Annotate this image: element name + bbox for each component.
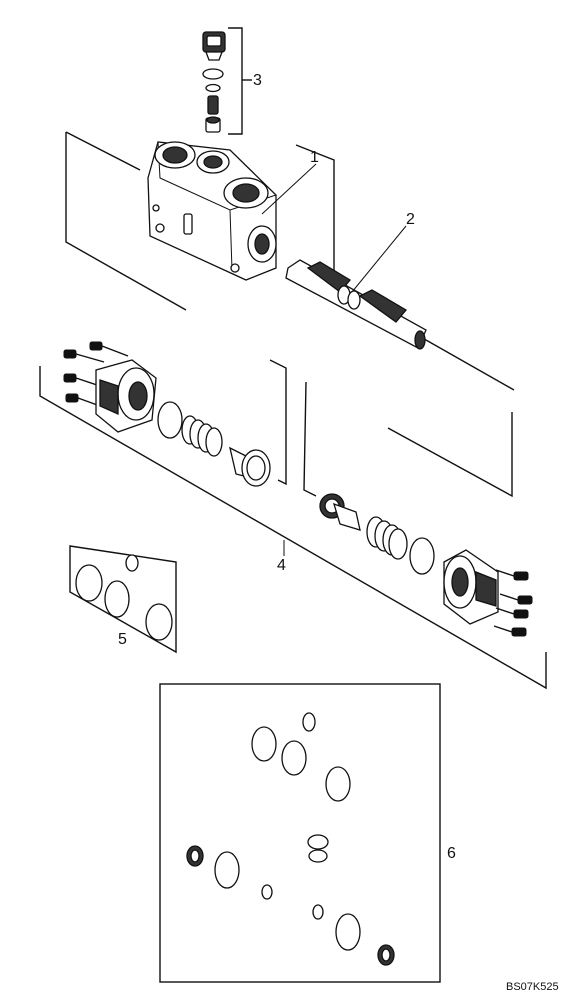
callout-2: 2 (406, 211, 415, 228)
callout-6: 6 (447, 845, 456, 862)
callout-3: 3 (253, 72, 262, 89)
seal-kit (159, 683, 441, 983)
gasket-plate (69, 545, 177, 654)
callout-4: 4 (277, 557, 286, 574)
figure-code: BS07K525 (506, 981, 559, 993)
relief-valve-assembly (202, 27, 252, 135)
callout-5: 5 (118, 631, 127, 648)
end-cap-assembly (39, 339, 547, 690)
callout-1: 1 (310, 149, 319, 166)
spool (285, 225, 427, 350)
valve-body (65, 131, 335, 311)
